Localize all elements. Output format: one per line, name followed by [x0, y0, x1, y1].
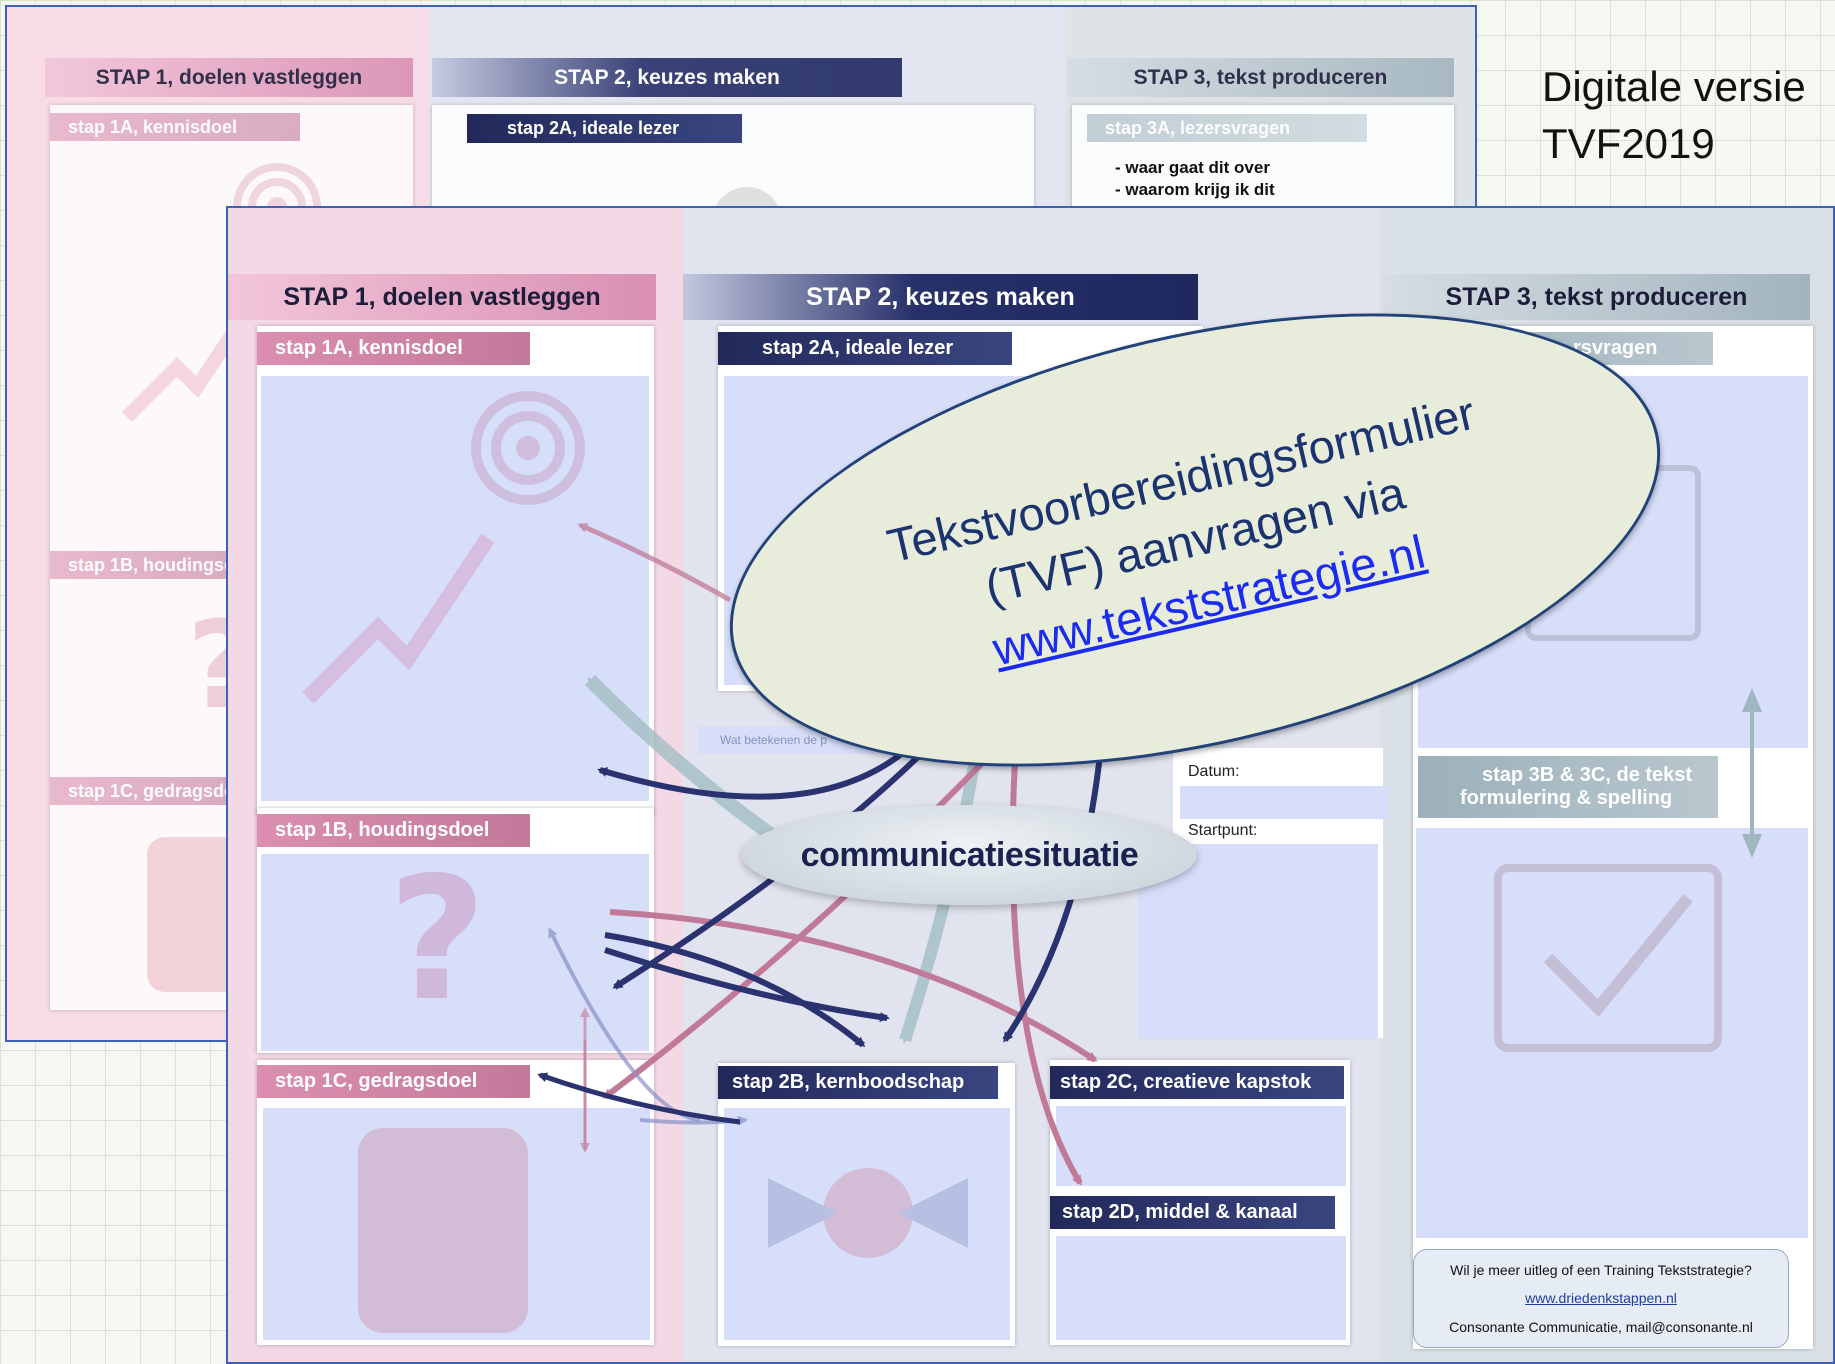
tag-stap-1b: stap 1B, houdingsdoel: [257, 814, 530, 847]
datum-label: Datum:: [1188, 763, 1240, 780]
tag-stap-2b: stap 2B, kernboodschap: [718, 1066, 998, 1099]
tag-stap-1a: stap 1A, kennisdoel: [257, 332, 530, 365]
datum-input[interactable]: [1180, 786, 1390, 819]
front-form-sheet[interactable]: STAP 1, doelen vastleggen STAP 2, keuzes…: [226, 206, 1835, 1364]
tag-stap-1c: stap 1C, gedragsdoel: [257, 1065, 530, 1098]
tekst-formulering-input[interactable]: [1416, 828, 1808, 1238]
front-stap2-header: STAP 2, keuzes maken: [683, 274, 1198, 320]
back-lezersvraag-1: - waar gaat dit over: [1115, 158, 1270, 177]
info-line-1: Wil je meer uitleg of een Training Tekst…: [1450, 1262, 1752, 1279]
vertical-double-arrow-icon: [1742, 688, 1762, 858]
tag-stap-3bc: stap 3B & 3C, de tekst formulering & spe…: [1418, 756, 1718, 818]
back-lezersvraag-2: - waarom krijg ik dit: [1115, 180, 1275, 199]
back-lezersvragen-list: - waar gaat dit over - waarom krijg ik d…: [1115, 157, 1275, 201]
driedenkstappen-link[interactable]: www.driedenkstappen.nl: [1525, 1290, 1677, 1307]
navy-arrow: [537, 1072, 741, 1125]
communicatiesituatie-label: communicatiesituatie: [800, 835, 1139, 874]
stop-hand-icon: [358, 1128, 528, 1333]
pink-arrow: [609, 909, 1098, 1063]
back-tag-1b: stap 1B, houdingsdoel: [50, 551, 261, 579]
tag-stap-3bc-line2: formulering & spelling: [1460, 787, 1673, 809]
corner-label: Digitale versie TVF2019: [1542, 58, 1832, 172]
corner-label-line2: TVF2019: [1542, 120, 1715, 167]
navy-arrow: [604, 947, 890, 1022]
middel-kanaal-input[interactable]: [1056, 1236, 1346, 1340]
back-stap1-header: STAP 1, doelen vastleggen: [45, 58, 413, 97]
tag-stap-3bc-line1: stap 3B & 3C, de tekst: [1482, 764, 1693, 786]
navy-arrow: [597, 752, 902, 800]
pink-arrow: [577, 522, 732, 603]
back-tag-1c: stap 1C, gedragsdoel: [50, 777, 250, 805]
svg-text:?: ?: [388, 848, 487, 1028]
navy-arrow: [604, 932, 866, 1048]
back-tag-2a: stap 2A, ideale lezer: [467, 114, 742, 143]
question-mark-icon: ?: [388, 848, 487, 1028]
kennisdoel-input[interactable]: [261, 376, 649, 801]
front-stap3-header: STAP 3, tekst produceren: [1383, 274, 1810, 320]
wat-betekenen-label: Wat betekenen de p: [720, 733, 827, 747]
creatieve-kapstok-input[interactable]: [1056, 1106, 1346, 1186]
navy-arrow: [1002, 754, 1103, 1043]
target-icon: [471, 391, 585, 505]
info-box: Wil je meer uitleg of een Training Tekst…: [1413, 1249, 1789, 1348]
growth-arrow-icon: [302, 533, 495, 704]
back-stap2-header: STAP 2, keuzes maken: [432, 58, 902, 97]
kernboodschap-input[interactable]: [724, 1108, 1010, 1340]
info-line-3: Consonante Communicatie, mail@consonante…: [1449, 1318, 1753, 1335]
tag-stap-2a: stap 2A, ideale lezer: [718, 332, 1012, 365]
back-stap3-header: STAP 3, tekst produceren: [1067, 58, 1454, 97]
communicatiesituatie-ellipse: communicatiesituatie: [742, 805, 1197, 905]
back-tag-3a: stap 3A, lezersvragen: [1087, 114, 1367, 142]
front-stap1-header: STAP 1, doelen vastleggen: [228, 274, 656, 320]
startpunt-input[interactable]: [1138, 844, 1378, 1039]
startpunt-label: Startpunt:: [1188, 822, 1258, 839]
tag-stap-2d: stap 2D, middel & kanaal: [1050, 1196, 1335, 1229]
kernboodschap-icon: [768, 1168, 968, 1258]
tag-stap-2c: stap 2C, creatieve kapstok: [1050, 1066, 1344, 1099]
stop-hand-icon: [147, 837, 247, 992]
checklist-icon: [1494, 864, 1722, 1052]
corner-label-line1: Digitale versie: [1542, 63, 1806, 110]
back-tag-1a: stap 1A, kennisdoel: [50, 113, 300, 141]
